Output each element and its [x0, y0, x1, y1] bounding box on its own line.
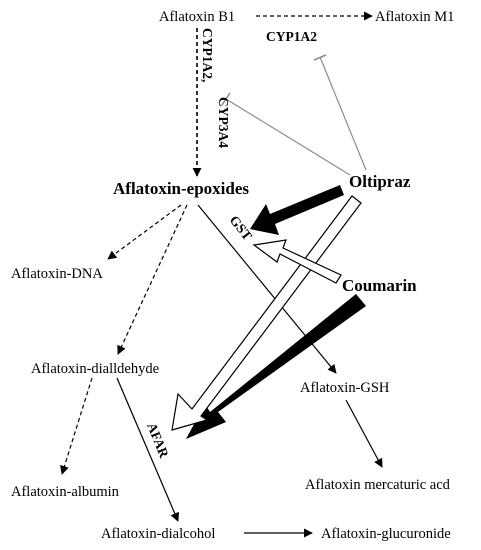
node-coumarin: Coumarin [342, 276, 417, 295]
inhibit-oltipraz-to-cyp1a2-m1 [319, 56, 367, 171]
node-aflatoxin-glucuronide: Aflatoxin-glucuronide [321, 526, 451, 542]
enzyme-cyp1a2-top: CYP1A2 [266, 29, 317, 44]
arrow-oltipraz-to-gst-induction [250, 185, 344, 235]
node-aflatoxin-dialdehyde: Aflatoxin-dialldehyde [31, 361, 159, 377]
arrow-epoxides-to-dialdehyde [117, 204, 188, 355]
node-aflatoxin-gsh: Aflatoxin-GSH [300, 380, 390, 396]
enzyme-gst: GST [227, 213, 255, 244]
node-aflatoxin-epoxides: Aflatoxin-epoxides [113, 179, 249, 198]
inhibit-oltipraz-to-cyp-vertical [225, 98, 351, 176]
arrow-gsh-to-mercaturic [345, 399, 383, 468]
arrow-dialdehyde-to-dialcohol [116, 377, 179, 522]
enzyme-afar: AFAR [144, 421, 172, 461]
node-aflatoxin-albumin: Aflatoxin-albumin [11, 484, 120, 500]
enzyme-cyp-vertical-1: CYP1A2, [200, 28, 215, 82]
enzyme-cyp-vertical-2: CYP3A4 [216, 97, 231, 148]
arrow-epoxides-to-dna [107, 204, 182, 260]
node-aflatoxin-dna: Aflatoxin-DNA [11, 266, 103, 282]
node-aflatoxin-dialcohol: Aflatoxin-dialcohol [101, 526, 215, 542]
arrow-coumarin-to-afar-induction [186, 294, 366, 439]
arrow-epoxides-to-gsh [197, 204, 337, 374]
arrow-dialdehyde-to-albumin [60, 377, 93, 475]
inhibit-bar-cyp1a2-m1 [313, 54, 327, 61]
node-aflatoxin-b1: Aflatoxin B1 [159, 9, 235, 25]
node-oltipraz: Oltipraz [349, 172, 411, 191]
inhibit-bar-cyp-vertical [221, 92, 231, 106]
arrow-coumarin-to-gst-hollow [252, 239, 342, 284]
node-aflatoxin-m1: Aflatoxin M1 [375, 9, 454, 25]
arrow-oltipraz-to-afar-hollow [171, 195, 362, 431]
node-aflatoxin-mercaturic-acd: Aflatoxin mercaturic acd [305, 477, 451, 493]
